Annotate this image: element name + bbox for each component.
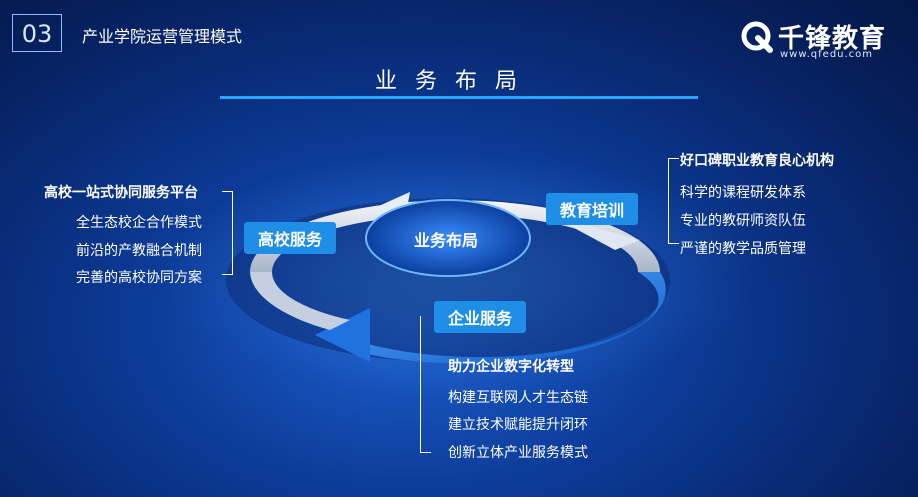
left-group-item: 完善的高校协同方案: [76, 270, 202, 286]
right-group-item: 严谨的教学品质管理: [680, 241, 806, 257]
right-group-item: 科学的课程研发体系: [680, 185, 806, 201]
bottom-group-item: 构建互联网人才生态链: [448, 390, 588, 406]
left-bracket: [222, 191, 233, 275]
bottom-group-item: 创新立体产业服务模式: [448, 445, 588, 461]
left-group-title: 高校一站式协同服务平台: [44, 185, 198, 201]
segment-enterprise-service: 企业服务: [434, 301, 527, 333]
logo-url: www.qfedu.com: [780, 49, 874, 60]
right-group-item: 专业的教研师资队伍: [680, 213, 806, 229]
left-group-item: 前沿的产教融合机制: [76, 243, 202, 259]
bottom-group-item: 建立技术赋能提升闭环: [448, 417, 588, 433]
left-group-item: 全生态校企合作模式: [76, 215, 202, 231]
page-title: 业务布局: [374, 69, 535, 94]
logo: 千锋教育 www.qfedu.com: [740, 16, 900, 64]
bottom-group-title: 助力企业数字化转型: [448, 359, 574, 375]
segment-university-service: 高校服务: [244, 222, 337, 254]
center-label: 业务布局: [414, 231, 479, 250]
segment-education-training: 教育培训: [546, 193, 639, 225]
section-title: 产业学院运营管理模式: [82, 27, 243, 46]
right-bracket: [668, 158, 679, 244]
right-group-title: 好口碑职业教育良心机构: [680, 153, 834, 169]
section-number: 03: [12, 14, 62, 52]
bottom-bracket: [420, 316, 431, 453]
qf-logo-icon: [741, 21, 773, 53]
logo-name: 千锋教育: [778, 24, 887, 54]
heading-underline: [220, 96, 698, 99]
